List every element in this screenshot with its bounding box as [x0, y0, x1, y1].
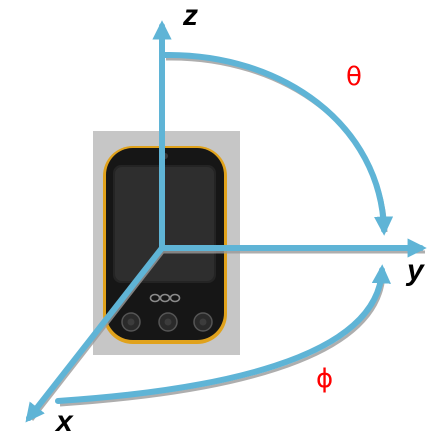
angle-arcs: [55, 51, 394, 404]
y-axis-label: y: [405, 254, 425, 287]
axes: [25, 20, 427, 423]
phi-arc: [55, 264, 391, 404]
phi-label: ϕ: [316, 364, 333, 394]
phone-keys: [121, 312, 213, 332]
z-axis-label: z: [182, 0, 198, 32]
x-axis: [25, 245, 165, 423]
theta-arc: [161, 51, 394, 236]
phone-photo: [93, 131, 240, 355]
phone-logo: [149, 293, 181, 303]
theta-label: θ: [346, 62, 362, 92]
x-axis-label: x: [54, 405, 74, 438]
